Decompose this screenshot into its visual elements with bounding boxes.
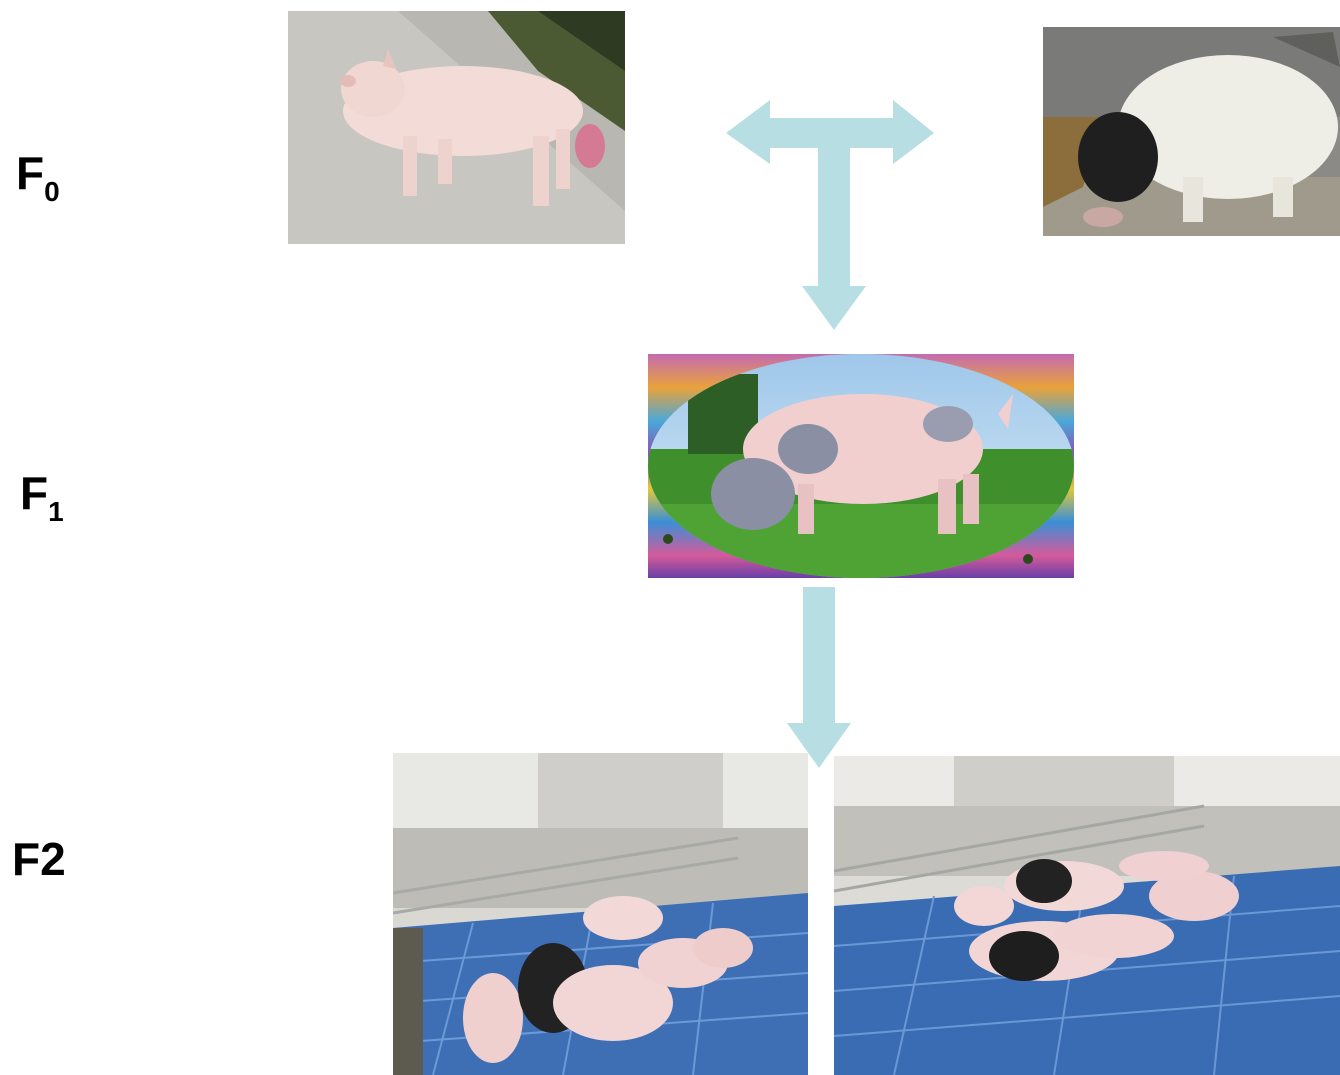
down-arrow-to-f1 (802, 148, 866, 330)
f0-white-pig-photo (288, 11, 625, 244)
down-arrow-to-f2 (787, 587, 851, 768)
f2-piglets-pen-photo-left (393, 753, 808, 1075)
f1-spotted-pig-photo (648, 354, 1074, 578)
f0-black-white-pig-photo (1043, 27, 1340, 236)
f2-piglets-pen-photo-right (834, 756, 1340, 1075)
